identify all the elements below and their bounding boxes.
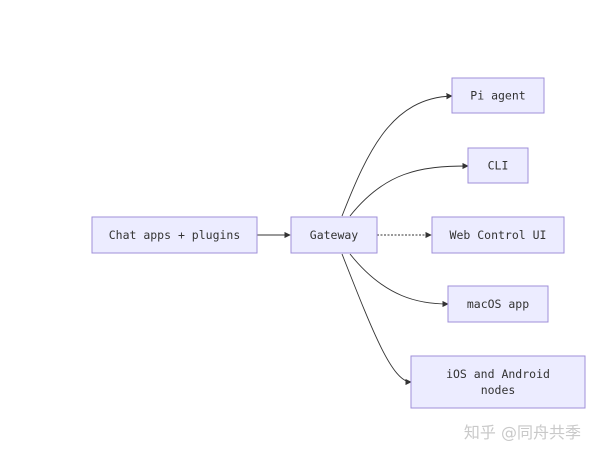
edge-gateway-to-pi-agent xyxy=(341,93,453,217)
node-ios-android-label-line1: iOS and Android xyxy=(446,367,550,381)
node-macos-app-label: macOS app xyxy=(467,297,529,311)
node-pi-agent: Pi agent xyxy=(451,77,545,114)
edge-gateway-to-cli xyxy=(349,162,469,217)
node-macos-app: macOS app xyxy=(447,285,549,323)
node-gateway: Gateway xyxy=(290,216,378,254)
node-gateway-label: Gateway xyxy=(310,228,359,242)
node-chat-apps-label: Chat apps + plugins xyxy=(109,228,241,242)
node-cli-label: CLI xyxy=(488,159,509,173)
watermark-text: 知乎 @同舟共季 xyxy=(463,423,581,442)
edge-gateway-to-macos-app xyxy=(349,253,449,308)
node-ios-android-label-line2: nodes xyxy=(481,383,516,397)
node-chat-apps: Chat apps + plugins xyxy=(91,216,258,254)
edge-gateway-to-ios-android xyxy=(341,253,412,386)
node-web-control-ui: Web Control UI xyxy=(431,216,565,254)
node-web-control-ui-label: Web Control UI xyxy=(450,228,547,242)
node-ios-android: iOS and Android nodes xyxy=(410,355,586,409)
node-pi-agent-label: Pi agent xyxy=(470,89,525,103)
node-cli: CLI xyxy=(467,147,529,184)
